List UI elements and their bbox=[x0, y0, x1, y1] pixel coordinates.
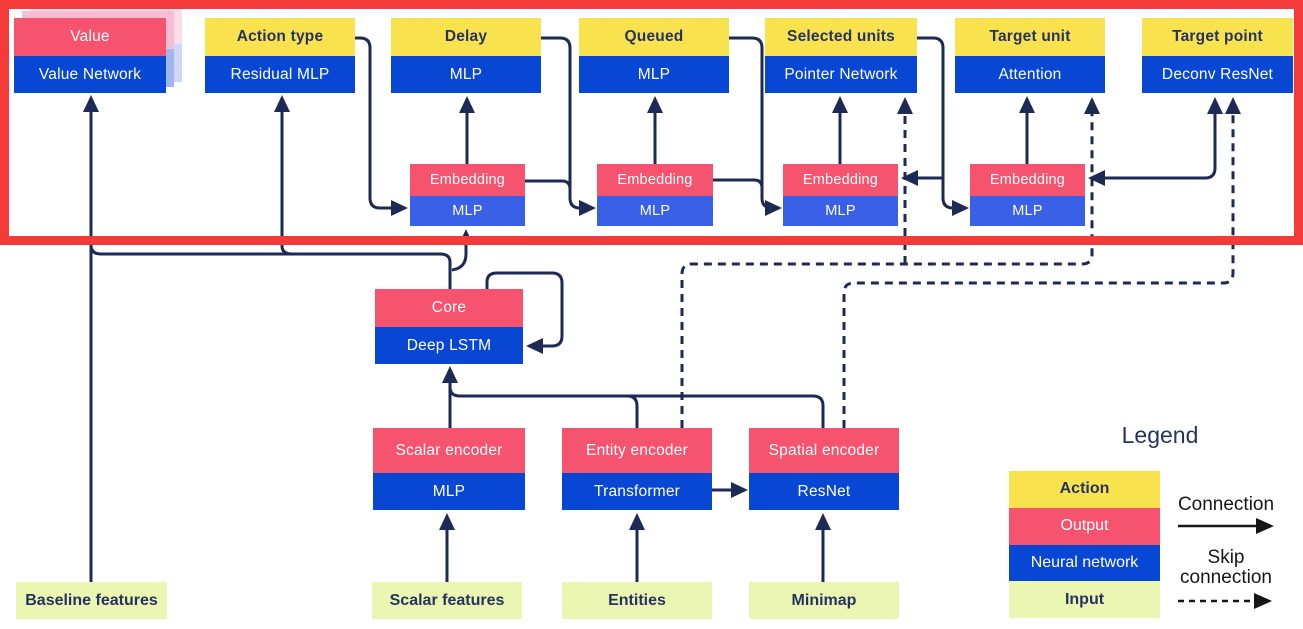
encoder-network-label: ResNet bbox=[749, 473, 899, 510]
input-minimap: Minimap bbox=[749, 582, 899, 619]
legend-item-action: Action bbox=[1009, 471, 1160, 508]
head-block-target-unit: Target unit Attention bbox=[955, 18, 1105, 93]
head-network-label: MLP bbox=[579, 56, 729, 93]
encoder-label: Entity encoder bbox=[562, 428, 712, 473]
head-block-action-type: Action type Residual MLP bbox=[205, 18, 355, 93]
head-output-label: Value bbox=[14, 18, 166, 56]
core-label: Core bbox=[375, 289, 523, 327]
encoder-network-label: MLP bbox=[373, 473, 525, 510]
head-network-label: Value Network bbox=[14, 56, 166, 93]
core-block: Core Deep LSTM bbox=[375, 289, 523, 364]
encoder-block-scalar: Scalar encoder MLP bbox=[373, 428, 525, 510]
input-baseline-features: Baseline features bbox=[16, 582, 167, 619]
head-block-delay: Delay MLP bbox=[391, 18, 541, 93]
head-action-label: Action type bbox=[205, 18, 355, 56]
legend-item-output: Output bbox=[1009, 507, 1160, 545]
head-block-target-point: Target point Deconv ResNet bbox=[1142, 18, 1293, 93]
head-action-label: Delay bbox=[391, 18, 541, 56]
head-block-value: Value Value Network bbox=[14, 18, 166, 93]
encoder-label: Spatial encoder bbox=[749, 428, 899, 473]
embedding-network-label: MLP bbox=[410, 196, 525, 226]
head-action-label: Target point bbox=[1142, 18, 1293, 56]
embedding-network-label: MLP bbox=[783, 196, 898, 226]
legend-item-input: Input bbox=[1009, 581, 1160, 618]
head-block-selected-units: Selected units Pointer Network bbox=[765, 18, 917, 93]
input-scalar-features: Scalar features bbox=[372, 582, 522, 619]
encoder-block-spatial: Spatial encoder ResNet bbox=[749, 428, 899, 510]
embedding-block-2: Embedding MLP bbox=[597, 164, 713, 226]
embedding-label: Embedding bbox=[597, 164, 713, 196]
encoder-label: Scalar encoder bbox=[373, 428, 525, 473]
legend-skip-connection-label: Skip connection bbox=[1180, 547, 1272, 588]
head-network-label: Deconv ResNet bbox=[1142, 56, 1293, 93]
embedding-label: Embedding bbox=[410, 164, 525, 196]
head-action-label: Queued bbox=[579, 18, 729, 56]
core-network-label: Deep LSTM bbox=[375, 327, 523, 364]
head-network-label: Attention bbox=[955, 56, 1105, 93]
encoder-block-entity: Entity encoder Transformer bbox=[562, 428, 712, 510]
embedding-network-label: MLP bbox=[970, 196, 1085, 226]
input-entities: Entities bbox=[562, 582, 712, 619]
legend-item-neural-network: Neural network bbox=[1009, 544, 1160, 582]
embedding-network-label: MLP bbox=[597, 196, 713, 226]
head-block-queued: Queued MLP bbox=[579, 18, 729, 93]
head-network-label: Residual MLP bbox=[205, 56, 355, 93]
embedding-label: Embedding bbox=[970, 164, 1085, 196]
head-network-label: MLP bbox=[391, 56, 541, 93]
head-action-label: Selected units bbox=[765, 18, 917, 56]
embedding-block-3: Embedding MLP bbox=[783, 164, 898, 226]
head-action-label: Target unit bbox=[955, 18, 1105, 56]
embedding-block-4: Embedding MLP bbox=[970, 164, 1085, 226]
embedding-block-1: Embedding MLP bbox=[410, 164, 525, 226]
embedding-label: Embedding bbox=[783, 164, 898, 196]
legend-connection-label: Connection bbox=[1177, 494, 1275, 515]
encoder-network-label: Transformer bbox=[562, 473, 712, 510]
legend-title: Legend bbox=[1121, 422, 1199, 448]
head-network-label: Pointer Network bbox=[765, 56, 917, 93]
legend-swatches: Action Output Neural network Input bbox=[1009, 471, 1160, 618]
